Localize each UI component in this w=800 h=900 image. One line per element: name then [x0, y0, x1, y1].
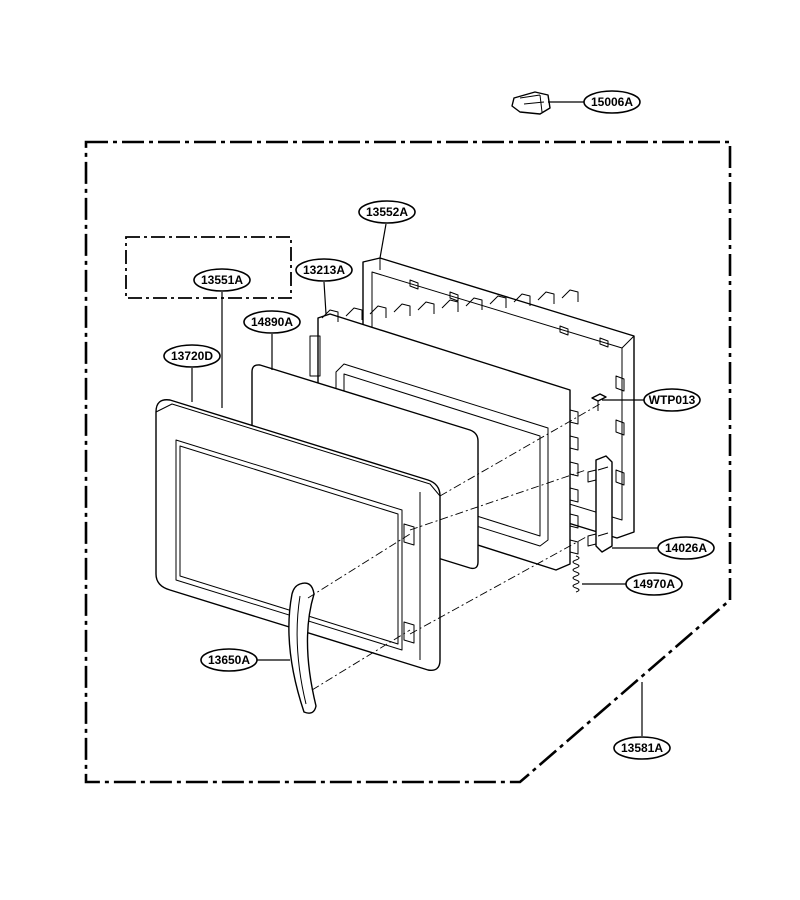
door-frame-part — [155, 399, 441, 671]
callout-14970A: 14970A — [625, 572, 683, 596]
callout-label: 15006A — [591, 95, 633, 109]
subassembly-box — [125, 236, 292, 299]
callout-13552A: 13552A — [358, 200, 416, 224]
callout-label: 13213A — [303, 263, 345, 277]
callout-14890A: 14890A — [243, 310, 301, 334]
callout-label: 13650A — [208, 653, 250, 667]
assembly-lines — [307, 403, 601, 691]
screw-part — [591, 393, 607, 411]
callout-label: 14890A — [251, 315, 293, 329]
callout-label: 13581A — [621, 741, 663, 755]
callout-label: 13552A — [366, 205, 408, 219]
callout-label: 13720D — [171, 349, 213, 363]
callout-label: 13551A — [201, 273, 243, 287]
callout-14026A: 14026A — [657, 536, 715, 560]
leader-lines — [191, 101, 658, 736]
callout-13551A: 13551A — [193, 268, 251, 292]
latch-hook-part — [587, 455, 613, 553]
callout-WTP013: WTP013 — [643, 388, 701, 412]
callout-label: 14970A — [633, 577, 675, 591]
callout-13213A: 13213A — [295, 258, 353, 282]
assembly-boundary — [84, 140, 732, 784]
callout-13581A: 13581A — [613, 736, 671, 760]
callout-label: WTP013 — [649, 393, 696, 407]
door-handle-part — [288, 582, 317, 714]
callout-13650A: 13650A — [200, 648, 258, 672]
latch-clip-part — [511, 91, 551, 115]
callout-13720D: 13720D — [163, 344, 221, 368]
callout-label: 14026A — [665, 541, 707, 555]
spring-part — [572, 555, 580, 593]
callout-15006A: 15006A — [583, 90, 641, 114]
